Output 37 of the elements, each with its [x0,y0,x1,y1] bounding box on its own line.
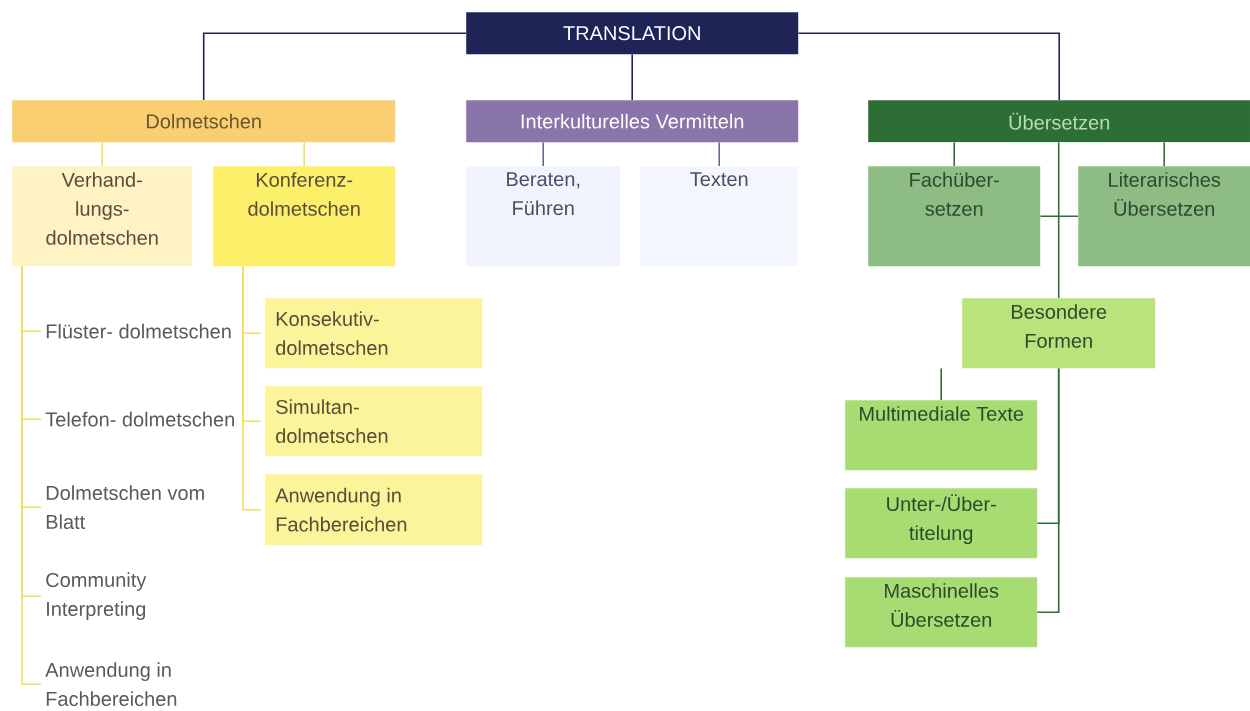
process-box: Maschinelles Übersetzen [845,577,1038,648]
process-box: Texten [640,166,799,267]
item-text: Anwendung in Fachbereichen [45,662,177,707]
process-box: Verhand- lungs- dolmetschen [12,166,193,267]
connector-line [101,141,103,167]
connector-line [242,265,262,511]
connector-line [797,32,1060,101]
header-box: TRANSLATION [466,12,799,55]
connector-line [303,141,305,167]
connector-line [940,367,942,401]
connector-line [1036,367,1060,613]
process-box: Fachüber- setzen [868,166,1041,267]
process-box: Multimediale Texte [845,400,1038,471]
connector-line [953,141,955,167]
process-box: Konsekutiv- dolmetschen [265,298,483,369]
process-box: Literarisches Übersetzen [1078,166,1250,267]
connector-line [1039,215,1079,217]
category-box: Dolmetschen [12,100,396,143]
connector-line [1057,141,1060,299]
connector-line [631,53,633,101]
category-box: Übersetzen [868,100,1250,143]
connector-line [1163,141,1165,167]
process-box: Unter-/Über- titelung [845,488,1038,559]
item-text: Telefon- dolmetschen [45,411,234,427]
process-box: Simultan- dolmetschen [265,386,483,457]
process-box: Beraten, Führen [466,166,621,267]
connector-line [718,141,720,167]
item-text: Dolmetschen vom Blatt [46,485,204,530]
category-box: Interkulturelles Vermitteln [466,100,799,143]
item-text: Community Interpreting [46,572,147,620]
item-text: Flüster- dolmetschen [46,323,231,339]
connector-line [542,141,544,167]
process-box: Besondere Formen [962,298,1156,369]
connector-line [21,265,42,685]
process-box: Anwendung in Fachbereichen [265,474,483,546]
process-box: Konferenz- dolmetschen [213,166,396,267]
connector-line [202,32,467,101]
